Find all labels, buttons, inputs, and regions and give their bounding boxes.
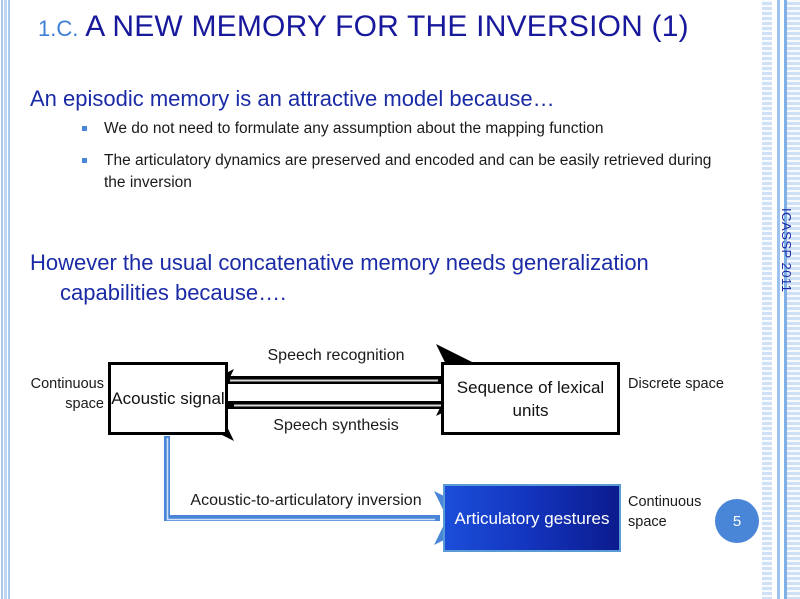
list-item-text: We do not need to formulate any assumpti… [104, 120, 604, 137]
diagram-node-acoustic-signal: Acoustic signal [108, 362, 228, 435]
diagram-node-articulatory-gestures: Articulatory gestures [443, 484, 621, 552]
right-edge-decoration [760, 0, 800, 599]
label-acoustic-to-articulatory-inversion: Acoustic-to-articulatory inversion [190, 492, 422, 509]
edge-band-line-1 [777, 0, 780, 599]
page-number-badge: 5 [715, 499, 759, 543]
label-discrete-space: Discrete space [628, 376, 724, 392]
label-speech-recognition: Speech recognition [267, 347, 405, 364]
heading-line-2: capabilities because…. [60, 280, 287, 305]
label-speech-synthesis: Speech synthesis [273, 417, 399, 434]
list-item-text: The articulatory dynamics are preserved … [104, 152, 712, 191]
label-continuous-space-right: Continuous space [628, 494, 702, 530]
slide-title: 1.C. A NEW MEMORY FOR THE INVERSION (1) [38, 10, 738, 44]
bullet-square-icon [82, 126, 87, 131]
list-item: We do not need to formulate any assumpti… [80, 118, 720, 140]
left-edge-decoration [0, 0, 14, 599]
list-item: The articulatory dynamics are preserved … [80, 150, 720, 194]
edge-band-gap [772, 0, 777, 599]
label-continuous-space-left: Continuous space [30, 376, 104, 412]
title-text: A NEW MEMORY FOR THE INVERSION (1) [85, 10, 689, 43]
bullet-square-icon [82, 158, 87, 163]
edge-band-line-2 [784, 0, 787, 599]
heading-episodic-memory: An episodic memory is an attractive mode… [30, 86, 555, 111]
arrow-acoustic-to-articulatory-inversion [164, 436, 488, 545]
diagram-node-lexical-units: Sequence of lexical units [441, 362, 620, 435]
arrow-speech-recognition [228, 344, 508, 416]
title-section-number: 1.C. [38, 16, 79, 41]
heading-concatenative-memory: However the usual concatenative memory n… [30, 248, 730, 308]
edge-dot-pattern-inner [787, 0, 800, 599]
heading-line-1: However the usual concatenative memory n… [30, 250, 649, 275]
edge-dot-pattern-outer [762, 0, 772, 599]
edge-band-space [780, 0, 784, 599]
bullet-list: We do not need to formulate any assumpti… [80, 118, 720, 204]
conference-side-label: ICASSP 2011 [779, 208, 794, 293]
